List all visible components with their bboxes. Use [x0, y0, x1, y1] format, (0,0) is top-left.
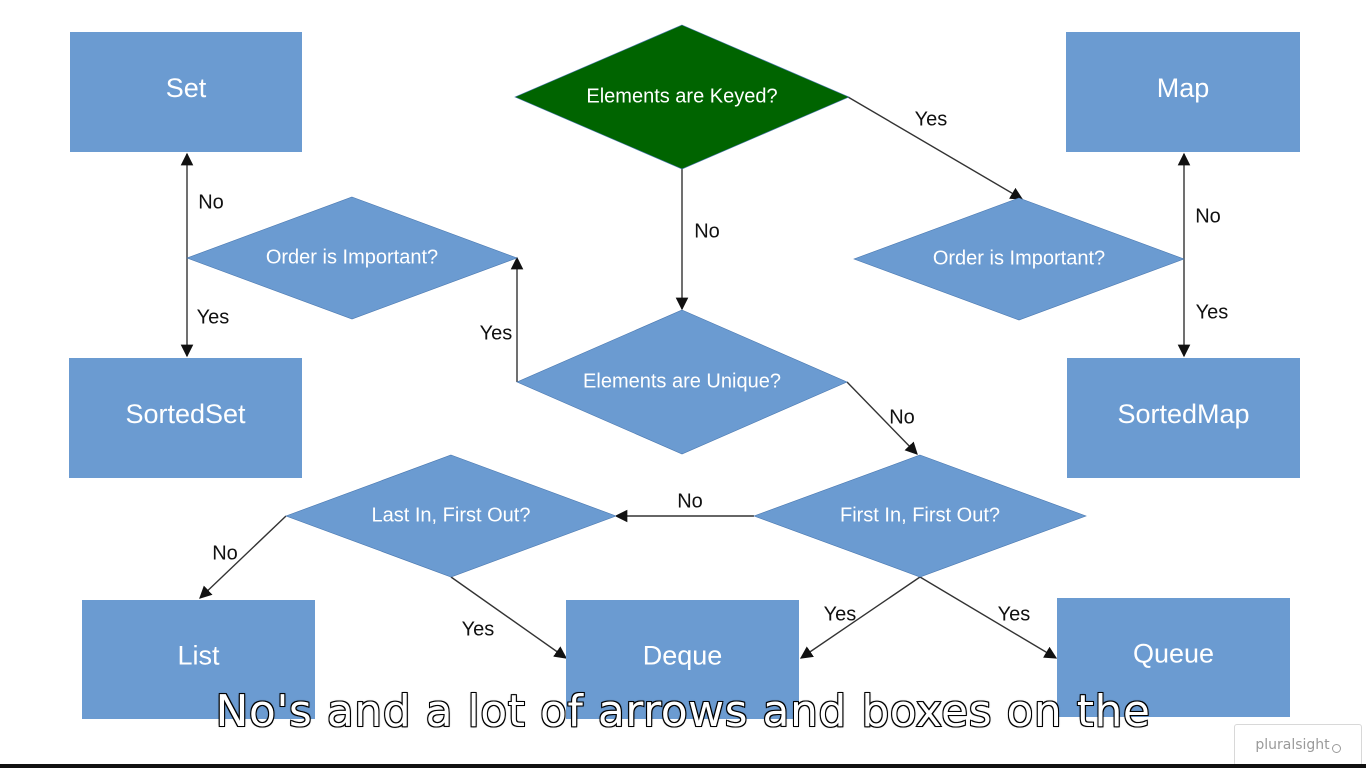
edge-label-lifo-to-deque: Yes [462, 618, 495, 640]
node-order_left-diamond [186, 196, 518, 320]
node-lifo-diamond [285, 454, 617, 578]
edge-label-order_left-to-sortedset: Yes [197, 306, 230, 328]
node-fifo-label: First In, First Out? [840, 504, 1000, 526]
node-map-box [1066, 32, 1300, 152]
node-set-label: Set [166, 73, 207, 103]
node-sortedset-box [69, 358, 302, 478]
edge-label-keyed-to-order_right: Yes [915, 108, 948, 130]
pluralsight-logo-icon [1331, 743, 1341, 753]
node-order_left-label: Order is Important? [266, 246, 438, 268]
node-fifo-diamond [753, 454, 1087, 578]
node-keyed-label: Elements are Keyed? [586, 85, 777, 107]
node-unique-diamond [516, 309, 848, 455]
node-keyed-diamond [514, 24, 850, 170]
edge-lifo-to-deque [450, 576, 568, 659]
subtitle-caption: No's and a lot of arrows and boxes on th… [215, 685, 1151, 738]
node-sortedmap-box [1067, 358, 1300, 478]
node-queue-box [1057, 598, 1290, 717]
node-list-label: List [177, 641, 220, 671]
edge-label-lifo-to-list: No [212, 542, 238, 564]
node-sortedmap-label: SortedMap [1117, 399, 1249, 429]
node-deque-box [566, 600, 799, 719]
node-list-box [82, 600, 315, 719]
edge-fifo-to-deque [799, 576, 921, 659]
edge-label-unique-to-fifo: No [889, 406, 915, 428]
edge-label-fifo-to-lifo: No [677, 490, 703, 512]
node-unique-label: Elements are Unique? [583, 370, 781, 392]
pluralsight-watermark: pluralsight [1234, 724, 1362, 766]
edge-label-fifo-to-queue: Yes [998, 603, 1031, 625]
node-deque-label: Deque [643, 641, 723, 671]
node-lifo-label: Last In, First Out? [372, 504, 531, 526]
edge-label-fifo-to-deque: Yes [824, 603, 857, 625]
edge-label-order_left-to-set: No [198, 191, 224, 213]
node-queue-label: Queue [1133, 639, 1214, 669]
edge-fifo-to-queue [919, 576, 1058, 659]
node-order_right-diamond [853, 197, 1185, 321]
watermark-text: pluralsight [1255, 737, 1330, 753]
bottom-border [0, 764, 1366, 768]
node-set-box [70, 32, 302, 152]
edge-label-order_right-to-map: No [1195, 205, 1221, 227]
node-map-label: Map [1157, 73, 1210, 103]
edge-lifo-to-list [199, 515, 287, 599]
edge-keyed-to-order_right [847, 96, 1024, 200]
edge-unique-to-fifo [846, 381, 918, 455]
edge-label-unique-to-order_left: Yes [480, 322, 513, 344]
edge-label-keyed-to-unique: No [694, 220, 720, 242]
edge-label-order_right-to-sortedmap: Yes [1196, 301, 1229, 323]
node-order_right-label: Order is Important? [933, 247, 1105, 269]
node-sortedset-label: SortedSet [125, 399, 246, 429]
